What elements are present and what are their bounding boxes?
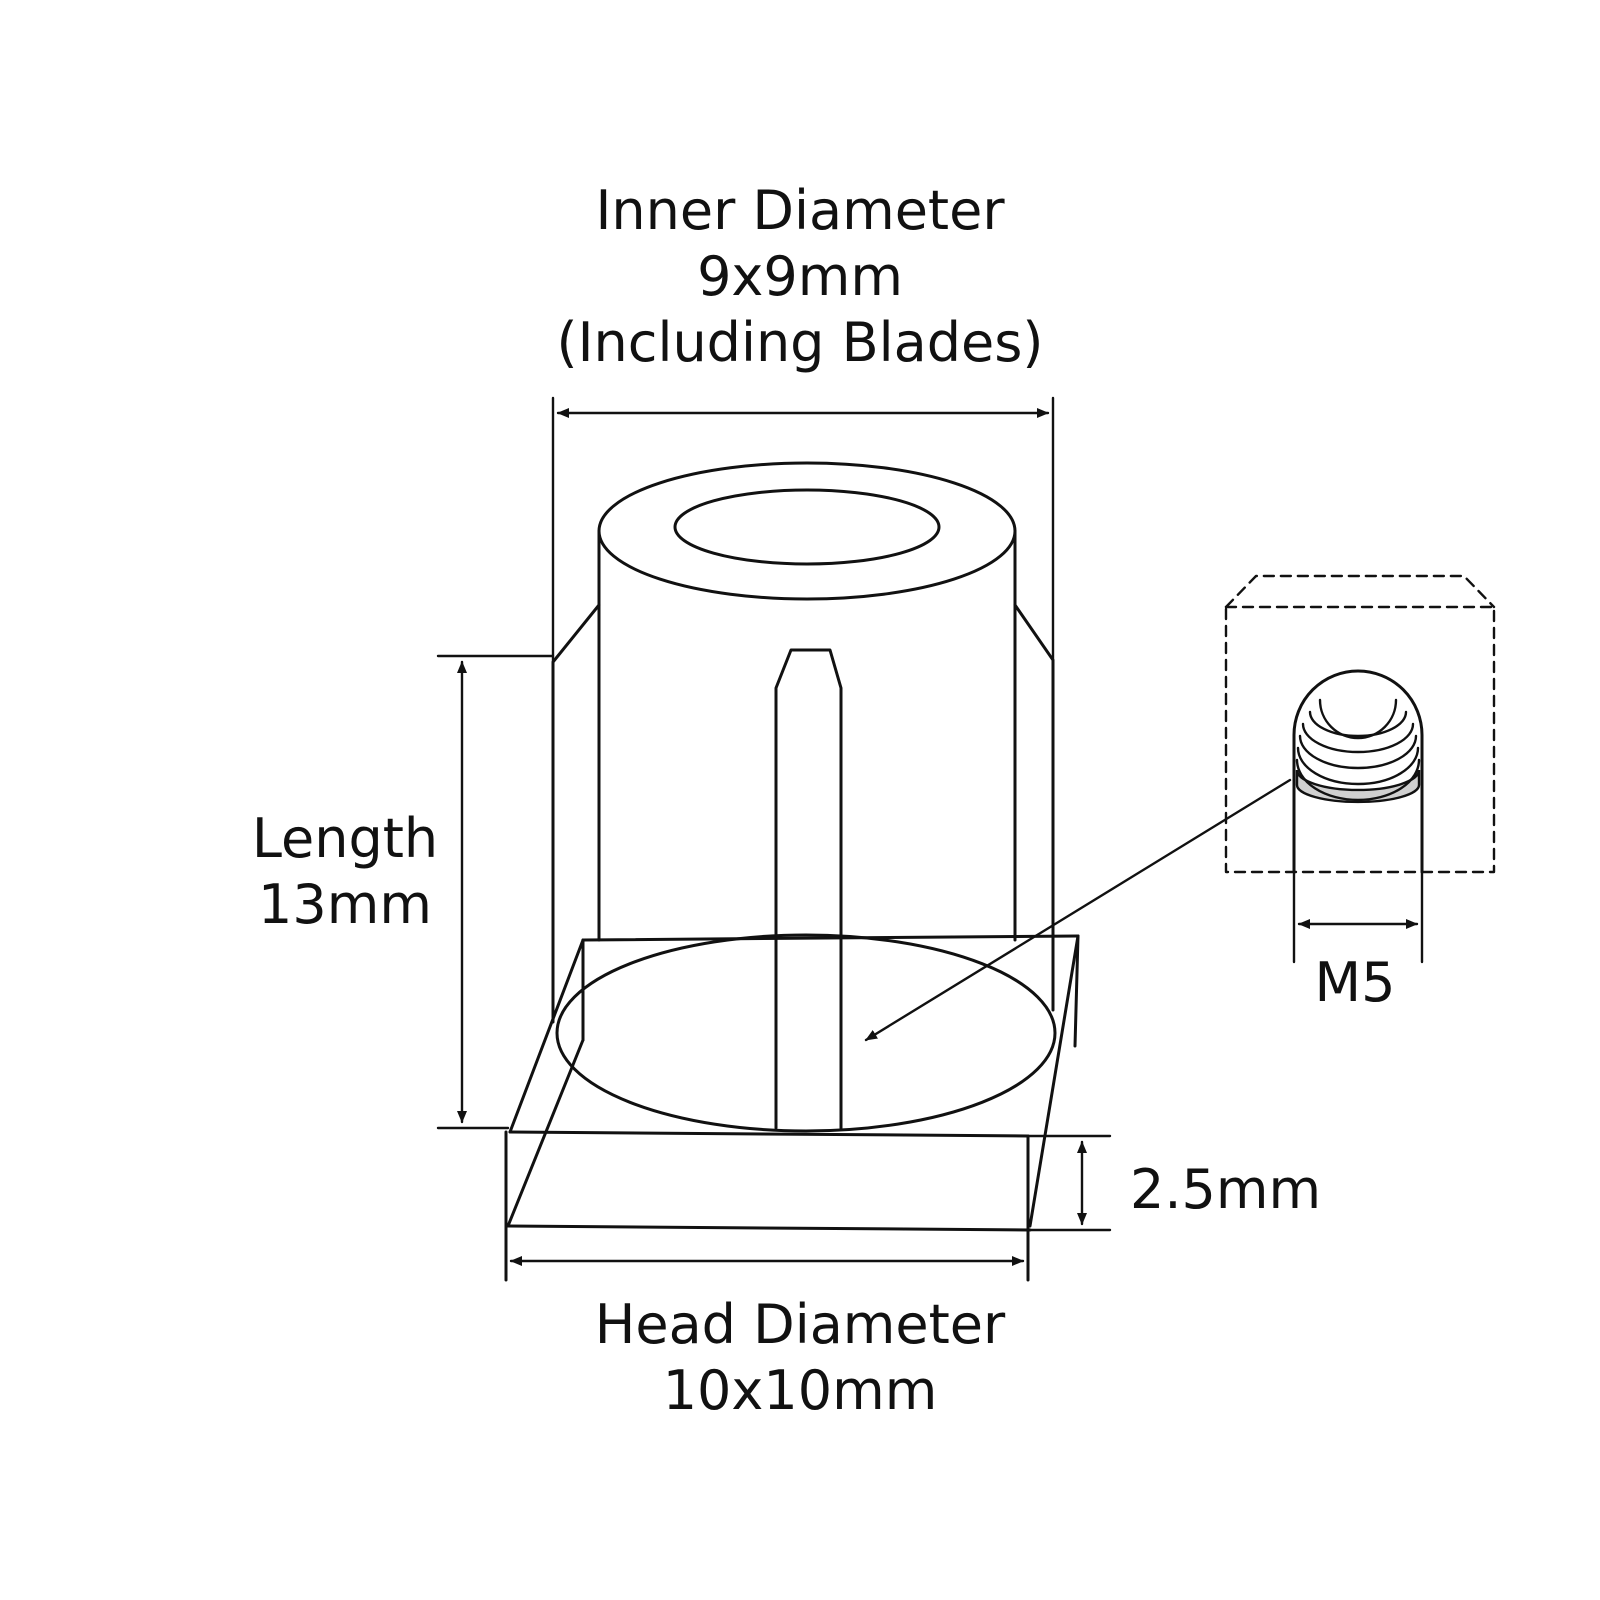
inner-diameter-note: (Including Blades) <box>556 311 1044 374</box>
plate-back-right-edge <box>1073 934 1080 1048</box>
thread-rod-outline <box>1292 669 1424 874</box>
detail-dashed-box <box>1224 605 1496 874</box>
thread-detail <box>864 574 1496 1042</box>
insert-body <box>551 461 1055 1130</box>
length-label: Length 13mm <box>230 806 460 938</box>
thread-shaded-band <box>1295 769 1421 804</box>
plate-back-edge <box>581 934 1080 942</box>
thread-size-value: M5 <box>1314 951 1396 1014</box>
thread-ring-5 <box>1308 710 1408 738</box>
head-ellipse <box>555 933 1057 1133</box>
head-plate <box>504 933 1080 1282</box>
right-blade-edge <box>1013 603 1055 1012</box>
thread-ring-6 <box>1318 698 1398 740</box>
plate-front-bottom-edge <box>506 1224 1032 1232</box>
inner-diameter-value: 9x9mm <box>697 245 903 308</box>
head-thickness-dimension <box>1026 1134 1112 1232</box>
top-outer-ellipse <box>597 461 1017 601</box>
inner-diameter-label: Inner Diameter 9x9mm (Including Blades) <box>510 178 1090 376</box>
top-inner-bore <box>673 488 941 566</box>
plate-left-top-diagonal <box>508 938 585 1134</box>
thread-leader-arrow <box>864 778 1292 1042</box>
inner-diameter-title: Inner Diameter <box>595 179 1005 242</box>
thread-size-label: M5 <box>1300 950 1410 1016</box>
head-diameter-title: Head Diameter <box>594 1293 1006 1356</box>
thread-ring-3 <box>1298 734 1418 770</box>
length-title: Length <box>251 807 439 870</box>
head-diameter-label: Head Diameter 10x10mm <box>540 1292 1060 1424</box>
head-thickness-label: 2.5mm <box>1130 1157 1330 1223</box>
thread-ring-1 <box>1295 758 1421 802</box>
thread-ring-2 <box>1296 746 1420 786</box>
inner-diameter-dimension <box>551 396 1055 664</box>
detail-dashed-top <box>1224 574 1496 609</box>
head-thickness-value: 2.5mm <box>1130 1158 1322 1221</box>
length-dimension <box>436 654 555 1130</box>
center-slot <box>774 648 843 1130</box>
plate-right-diagonal <box>1028 934 1080 1228</box>
head-diameter-value: 10x10mm <box>662 1359 938 1422</box>
thread-ring-4 <box>1301 722 1415 754</box>
length-value: 13mm <box>258 873 432 936</box>
plate-front-top-edge <box>508 1130 1030 1138</box>
